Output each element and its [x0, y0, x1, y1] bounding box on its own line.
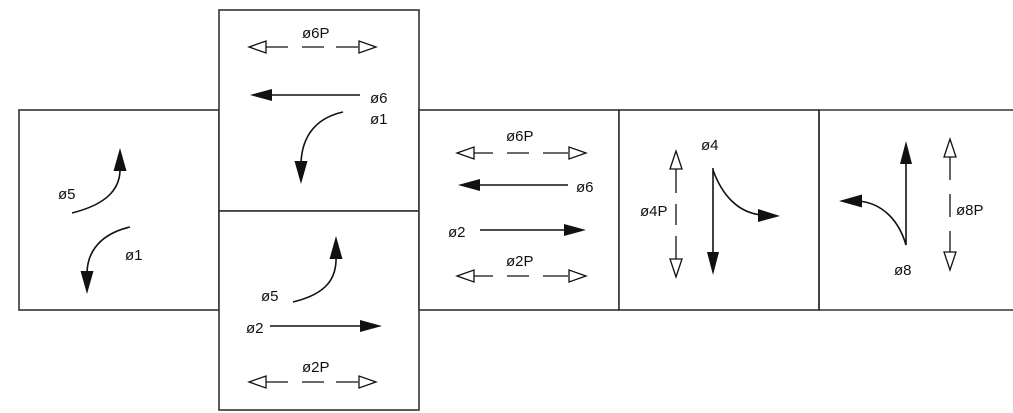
arrowhead [329, 236, 343, 259]
arrowhead [250, 89, 272, 101]
ped-arrowhead-down [669, 258, 683, 280]
ped-arrowhead-right [568, 269, 588, 283]
arrowhead [758, 209, 780, 222]
arrowhead [839, 194, 862, 208]
phase-1-movements: ø5 ø1 [58, 148, 143, 294]
phase-2-lower-movements: ø5 ø2 ø2P [246, 236, 382, 389]
phase-label-6: ø6 [370, 90, 388, 107]
ped-arrowhead-right [568, 146, 588, 160]
arrowhead [458, 179, 480, 191]
phase-3-movements: ø6P ø6 ø2 ø2P [448, 128, 594, 283]
phase-4-box [618, 109, 820, 311]
phase-label-2: ø2 [448, 224, 466, 241]
ped-arrowhead-right [358, 40, 378, 54]
phase-5-movements: ø8 ø8P [839, 136, 984, 279]
phase-label-6: ø6 [576, 179, 594, 196]
phase-1-box [18, 109, 220, 311]
ped-label-2p: ø2P [506, 253, 534, 270]
ped-label-8p: ø8P [956, 202, 984, 219]
turn-arrow-8 [857, 200, 907, 246]
arrowhead [707, 252, 719, 275]
ped-label-6p: ø6P [506, 128, 534, 145]
phase-2-lower-box [218, 210, 420, 411]
phase-label-2: ø2 [246, 320, 264, 337]
arrowhead [80, 271, 94, 294]
phase-label-8: ø8 [894, 262, 912, 279]
phase-2-upper-movements: ø6P ø6 ø1 [247, 25, 388, 184]
ped-label-4p: ø4P [640, 203, 668, 220]
arrowhead [360, 320, 382, 332]
ped-arrowhead-up [943, 136, 957, 158]
ped-label-6p: ø6P [302, 25, 330, 42]
left-turn-arrow-1 [300, 111, 344, 164]
arrowhead [564, 224, 586, 236]
left-turn-arrow-5 [71, 166, 121, 214]
left-turn-arrow-5 [292, 255, 337, 303]
ped-label-2p: ø2P [302, 359, 330, 376]
phase-label-4: ø4 [701, 137, 719, 154]
arrowhead [113, 148, 127, 171]
ped-arrowhead-right [358, 375, 378, 389]
left-turn-arrow-1 [86, 226, 131, 275]
arrowhead [900, 141, 912, 164]
phase-label-5: ø5 [261, 288, 279, 305]
phase-label-1: ø1 [370, 111, 388, 128]
ped-arrowhead-down [943, 251, 957, 273]
phase-label-1: ø1 [125, 247, 143, 264]
arrowhead [294, 161, 308, 184]
phase-5-box [818, 109, 1013, 311]
phase-4-movements: ø4P ø4 [640, 137, 780, 280]
phase-label-5: ø5 [58, 186, 76, 203]
turn-arrow-4 [712, 169, 763, 216]
phase-2-upper-box [218, 9, 420, 212]
